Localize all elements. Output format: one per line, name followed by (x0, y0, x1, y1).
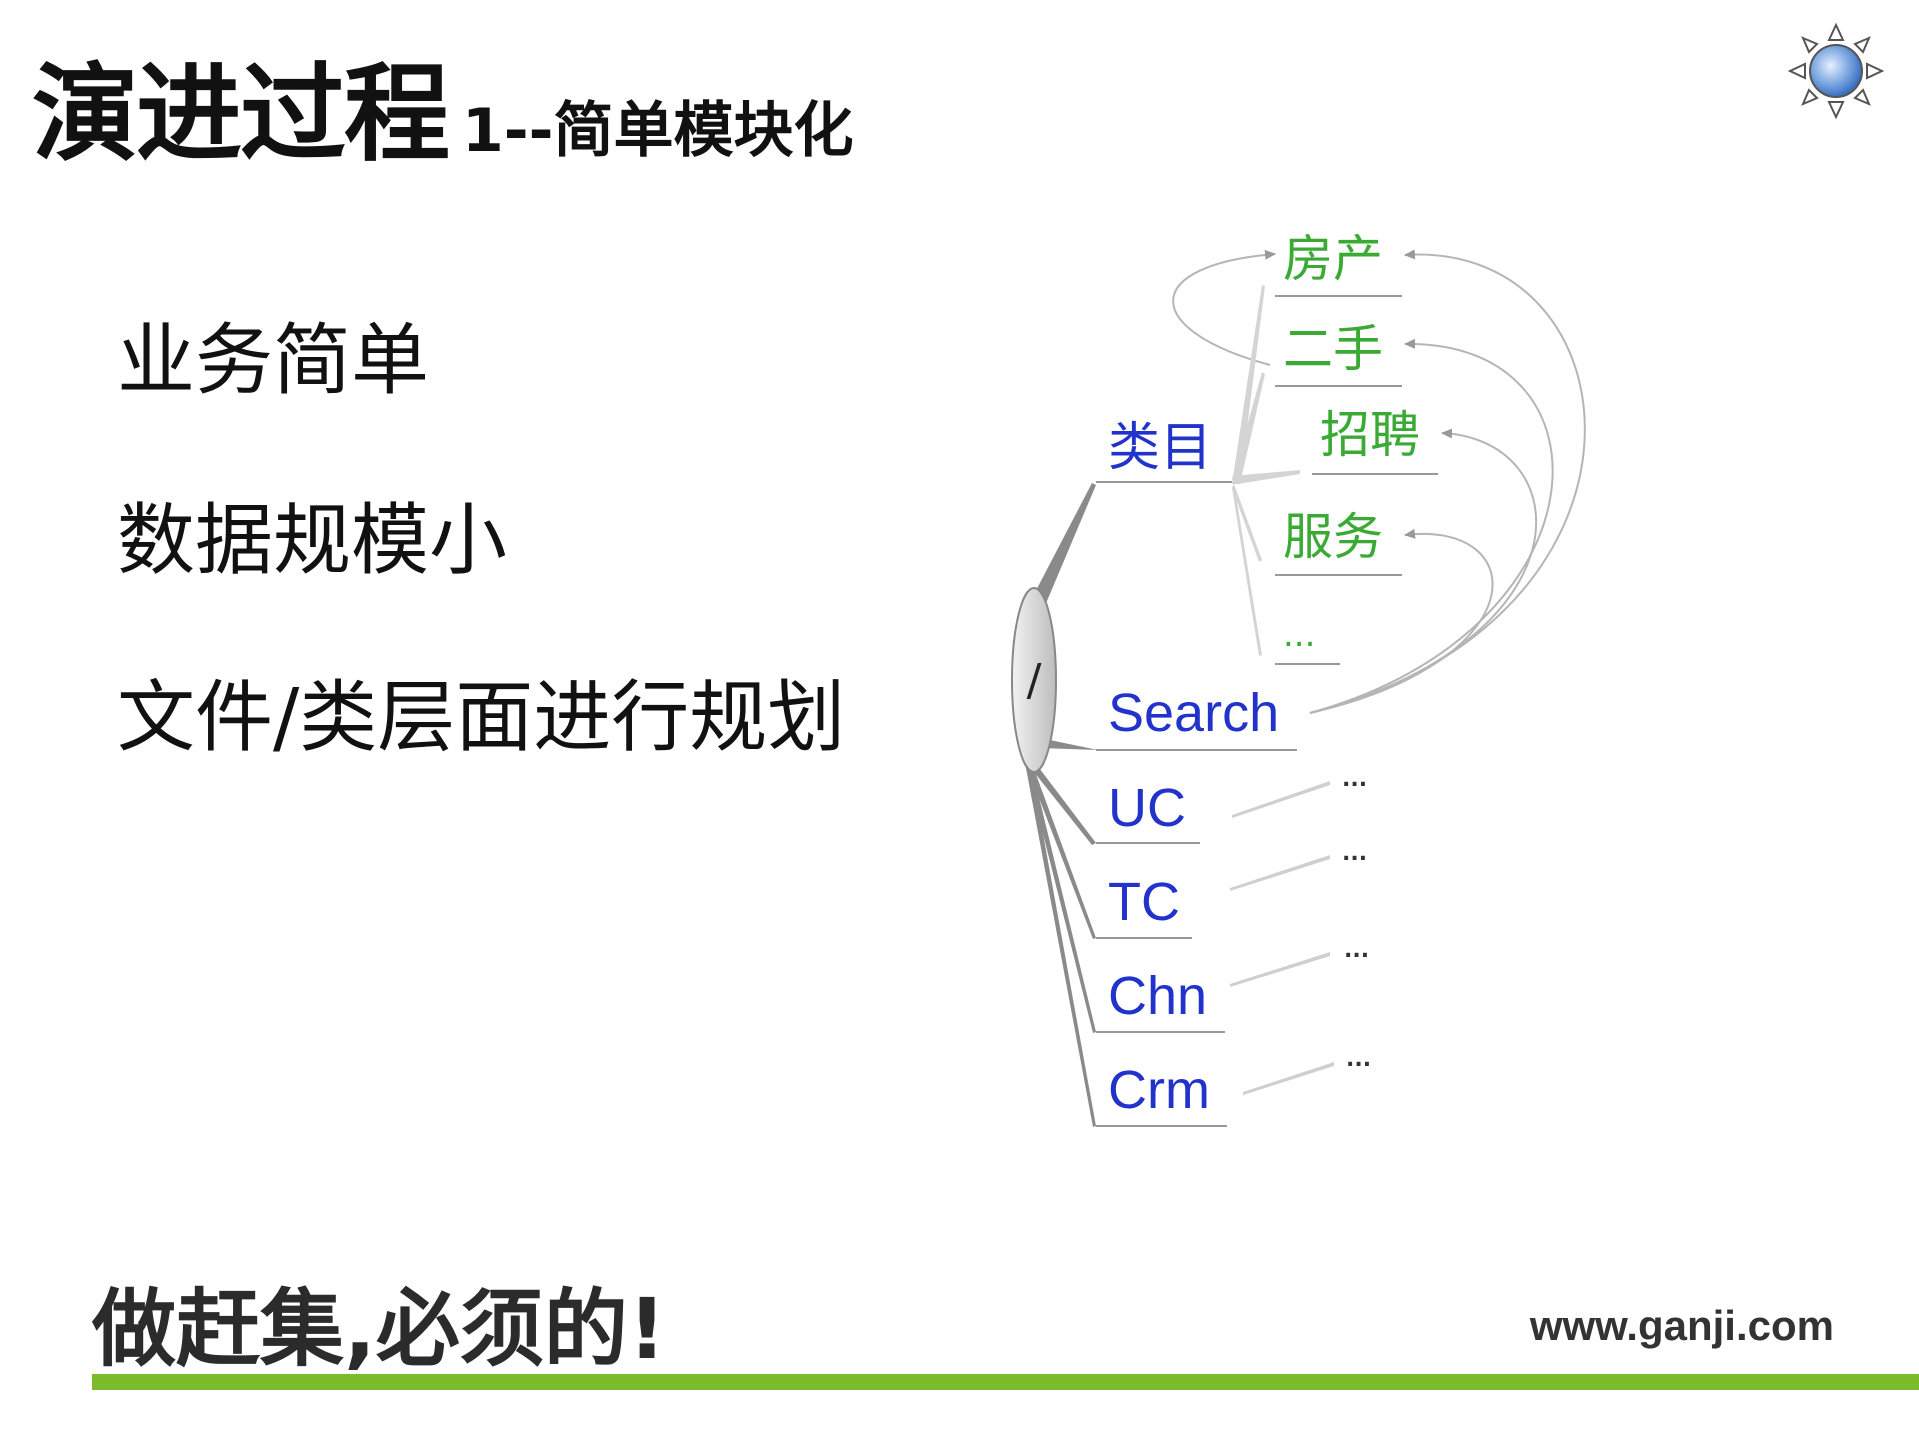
module-crm: Crm (1108, 1060, 1210, 1120)
module-uc: UC (1108, 778, 1186, 838)
module-child-chn: ... (1344, 938, 1369, 963)
bullet-small-data: 数据规模小 (117, 496, 508, 586)
module-child-uc: ... (1342, 767, 1367, 792)
root-node (1011, 587, 1057, 773)
footer-url: www.ganji.com (1529, 1302, 1834, 1349)
title-subtitle: 1--简单模块化 (462, 96, 854, 166)
subcategory-secondhand: 二手 (1283, 320, 1383, 378)
root-branches (1026, 483, 1098, 1127)
footer-slogan: 做赶集,必须的! (92, 1280, 667, 1378)
module-tc: TC (1108, 872, 1180, 932)
subcategory-services: 服务 (1283, 508, 1383, 566)
label-underlines (1096, 295, 1438, 1127)
footer-green-bar (92, 1374, 1919, 1390)
module-child-tc: ... (1342, 841, 1367, 866)
module-child-lines (1230, 781, 1334, 1095)
sun-logo-icon (1787, 22, 1885, 120)
loop-arrow (1172, 249, 1276, 366)
bullet-file-class-planning: 文件/类层面进行规划 (117, 673, 846, 763)
module-child-crm: ... (1346, 1047, 1371, 1072)
bullet-simple-business: 业务简单 (117, 316, 430, 406)
category-branches (1232, 285, 1300, 656)
module-chn: Chn (1108, 966, 1207, 1026)
subcategory-more: ... (1283, 615, 1315, 655)
subcategory-jobs: 招聘 (1320, 406, 1420, 464)
root-label: / (1027, 655, 1042, 706)
module-search: Search (1108, 683, 1279, 743)
subcategory-house: 房产 (1283, 230, 1383, 288)
category-node: 类目 (1108, 418, 1212, 478)
search-link-arrows (1309, 249, 1586, 714)
title-main: 演进过程 (32, 53, 450, 176)
